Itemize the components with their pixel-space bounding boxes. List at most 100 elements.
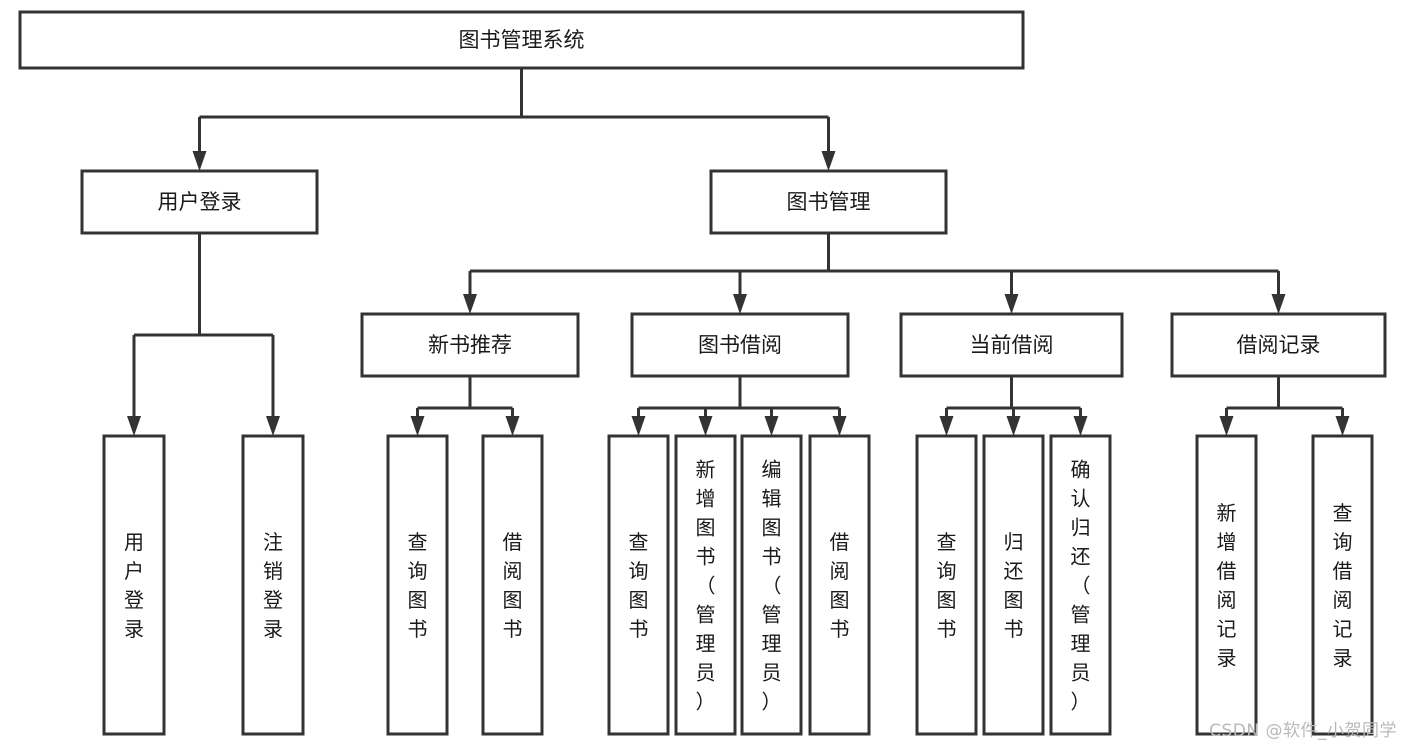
- node-box-leaf-6[interactable]: [740, 434, 803, 736]
- svg-text:理: 理: [696, 632, 716, 656]
- svg-text:（: （: [1071, 574, 1091, 598]
- svg-text:）: ）: [762, 690, 782, 714]
- arrow-head-icon: [821, 151, 836, 171]
- svg-text:书: 书: [1004, 617, 1024, 641]
- node-box-leaf-9[interactable]: [982, 434, 1045, 736]
- svg-text:新: 新: [696, 458, 716, 482]
- svg-text:录: 录: [263, 617, 283, 641]
- svg-text:辑: 辑: [762, 487, 782, 511]
- node-box-leaf-7[interactable]: [808, 434, 871, 736]
- node-box-leaf-8[interactable]: [915, 434, 978, 736]
- svg-text:阅: 阅: [1217, 588, 1237, 612]
- node-box-root[interactable]: [18, 10, 1025, 70]
- node-box-leaf-0[interactable]: [102, 434, 166, 736]
- node-label-level3-2: 当前借阅: [970, 333, 1054, 357]
- svg-text:用: 用: [124, 530, 144, 554]
- svg-text:书: 书: [762, 545, 782, 569]
- node-box-leaf-11[interactable]: [1195, 434, 1258, 736]
- node-box-leaf-2[interactable]: [386, 434, 449, 736]
- arrow-head-icon: [127, 416, 141, 436]
- svg-text:查: 查: [1333, 501, 1353, 525]
- svg-text:员: 员: [1071, 661, 1091, 685]
- svg-text:新: 新: [1217, 501, 1237, 525]
- svg-text:管: 管: [1071, 603, 1091, 627]
- svg-text:（: （: [696, 574, 716, 598]
- node-box-level3-1[interactable]: [630, 312, 850, 378]
- svg-text:编: 编: [762, 458, 782, 482]
- svg-text:户: 户: [124, 559, 144, 583]
- node-box-leaf-12[interactable]: [1311, 434, 1374, 736]
- svg-text:借: 借: [830, 530, 850, 554]
- node-box-level3-0[interactable]: [360, 312, 580, 378]
- node-label-level2-0: 用户登录: [158, 190, 242, 214]
- node-box-leaf-3[interactable]: [481, 434, 544, 736]
- svg-text:登: 登: [263, 588, 283, 612]
- node-box-leaf-1[interactable]: [241, 434, 305, 736]
- node-label-level3-3: 借阅记录: [1237, 333, 1321, 357]
- svg-text:录: 录: [1333, 646, 1353, 670]
- svg-text:图: 图: [503, 588, 523, 612]
- arrow-head-icon: [698, 416, 713, 436]
- connector-layer: [127, 68, 1350, 436]
- node-box-level2-1[interactable]: [709, 169, 948, 235]
- arrow-head-icon: [505, 416, 520, 436]
- node-layer: 图书管理系统用户登录图书管理新书推荐图书借阅当前借阅借阅记录用户登录注销登录查询…: [18, 10, 1387, 736]
- svg-text:阅: 阅: [830, 559, 850, 583]
- node-box-level2-0[interactable]: [80, 169, 319, 235]
- svg-text:认: 认: [1071, 487, 1091, 511]
- svg-text:管: 管: [696, 603, 716, 627]
- svg-text:注: 注: [263, 530, 283, 554]
- arrow-head-icon: [1006, 416, 1021, 436]
- svg-text:销: 销: [263, 559, 283, 583]
- svg-text:借: 借: [1217, 559, 1237, 583]
- svg-text:理: 理: [762, 632, 782, 656]
- svg-text:借: 借: [503, 530, 523, 554]
- arrow-head-icon: [939, 416, 954, 436]
- svg-text:理: 理: [1071, 632, 1091, 656]
- svg-text:查: 查: [937, 530, 957, 554]
- svg-text:登: 登: [124, 588, 144, 612]
- svg-text:图: 图: [830, 588, 850, 612]
- svg-text:询: 询: [408, 559, 428, 583]
- arrow-head-icon: [631, 416, 646, 436]
- svg-text:增: 增: [1217, 530, 1237, 554]
- svg-text:记: 记: [1333, 617, 1353, 641]
- node-box-leaf-10[interactable]: [1049, 434, 1112, 736]
- node-box-level3-2[interactable]: [899, 312, 1124, 378]
- svg-text:图: 图: [762, 516, 782, 540]
- node-label-leaf-0: 用户登录: [124, 530, 144, 641]
- arrow-head-icon: [463, 294, 477, 314]
- node-box-level3-3[interactable]: [1170, 312, 1387, 378]
- arrow-head-icon: [764, 416, 779, 436]
- svg-text:询: 询: [629, 559, 649, 583]
- svg-text:确: 确: [1071, 458, 1091, 482]
- svg-text:图: 图: [696, 516, 716, 540]
- svg-text:员: 员: [696, 661, 716, 685]
- svg-text:借: 借: [1333, 559, 1353, 583]
- svg-text:还: 还: [1071, 545, 1091, 569]
- svg-text:录: 录: [124, 617, 144, 641]
- svg-text:归: 归: [1071, 516, 1091, 540]
- arrow-head-icon: [1219, 416, 1234, 436]
- svg-text:书: 书: [629, 617, 649, 641]
- svg-text:书: 书: [503, 617, 523, 641]
- node-box-leaf-4[interactable]: [607, 434, 670, 736]
- svg-text:图: 图: [937, 588, 957, 612]
- node-box-leaf-5[interactable]: [674, 434, 737, 736]
- svg-text:录: 录: [1217, 646, 1237, 670]
- svg-text:记: 记: [1217, 617, 1237, 641]
- arrow-head-icon: [1335, 416, 1350, 436]
- arrow-head-icon: [266, 416, 280, 436]
- svg-text:书: 书: [408, 617, 428, 641]
- svg-text:图: 图: [629, 588, 649, 612]
- arrow-head-icon: [1004, 294, 1019, 314]
